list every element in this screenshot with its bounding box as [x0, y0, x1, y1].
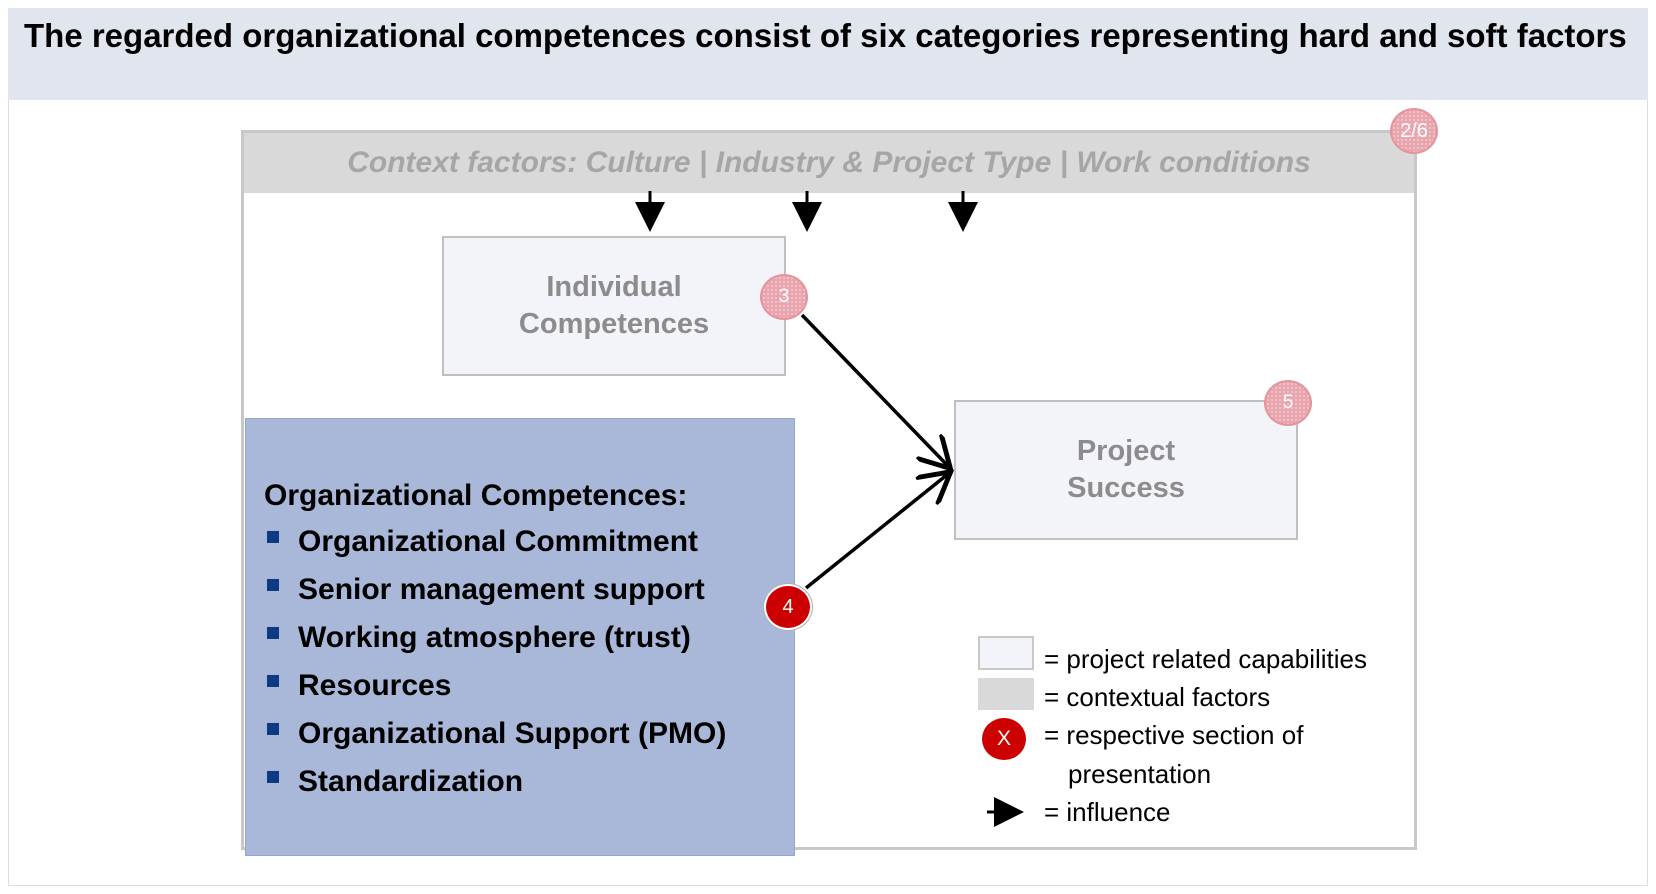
- legend-section-label: = respective section of: [1044, 720, 1304, 750]
- list-item: Organizational Commitment: [264, 523, 794, 561]
- bullet-square-icon: [267, 771, 279, 783]
- section-badge-context: 2/6: [1390, 108, 1438, 154]
- legend-context-label: = contextual factors: [1044, 682, 1271, 712]
- list-item-label: Organizational Commitment: [298, 525, 699, 558]
- slide-title: The regarded organizational competences …: [24, 17, 1627, 54]
- bullet-square-icon: [267, 627, 279, 639]
- legend-swatch-project: [978, 636, 1034, 670]
- individual-competences-label-line1: Individual: [546, 271, 682, 303]
- individual-competences-box: Individual Competences: [442, 236, 786, 376]
- bullet-square-icon: [267, 531, 279, 543]
- legend-influence-label: = influence: [1044, 797, 1171, 827]
- individual-competences-label-line2: Competences: [518, 308, 710, 340]
- context-factors-bar: Context factors: Culture | Industry & Pr…: [244, 133, 1414, 193]
- section-badge-organizational: 4: [764, 584, 812, 630]
- section-badge-individual: 3: [760, 274, 808, 320]
- legend-project-label: = project related capabilities: [1044, 644, 1368, 674]
- list-item-label: Resources: [298, 669, 452, 702]
- section-badge-success: 5: [1264, 380, 1312, 426]
- legend-section-label-line2: presentation: [1068, 759, 1212, 789]
- legend-swatch-context: [978, 678, 1034, 710]
- project-success-label-line2: Success: [1067, 472, 1185, 504]
- bullet-square-icon: [267, 579, 279, 591]
- list-item: Organizational Support (PMO): [264, 715, 794, 753]
- organizational-competences-heading: Organizational Competences:: [264, 479, 688, 512]
- list-item: Working atmosphere (trust): [264, 619, 794, 657]
- organizational-competences-list: Organizational Commitment Senior managem…: [264, 523, 794, 801]
- bullet-square-icon: [267, 675, 279, 687]
- list-item-label: Working atmosphere (trust): [298, 621, 691, 654]
- legend-section-badge: X: [980, 716, 1028, 762]
- context-factors-label: Context factors: Culture | Industry & Pr…: [347, 146, 1311, 179]
- project-success-box: Project Success: [954, 400, 1298, 540]
- list-item: Senior management support: [264, 571, 794, 609]
- list-item-label: Senior management support: [298, 573, 705, 606]
- list-item-label: Organizational Support (PMO): [298, 717, 727, 750]
- list-item: Standardization: [264, 763, 794, 801]
- title-bar: The regarded organizational competences …: [8, 8, 1648, 100]
- organizational-competences-box: Organizational Competences: Organization…: [245, 418, 795, 856]
- list-item: Resources: [264, 667, 794, 705]
- bullet-square-icon: [267, 723, 279, 735]
- list-item-label: Standardization: [298, 765, 524, 798]
- project-success-label-line1: Project: [1076, 435, 1176, 467]
